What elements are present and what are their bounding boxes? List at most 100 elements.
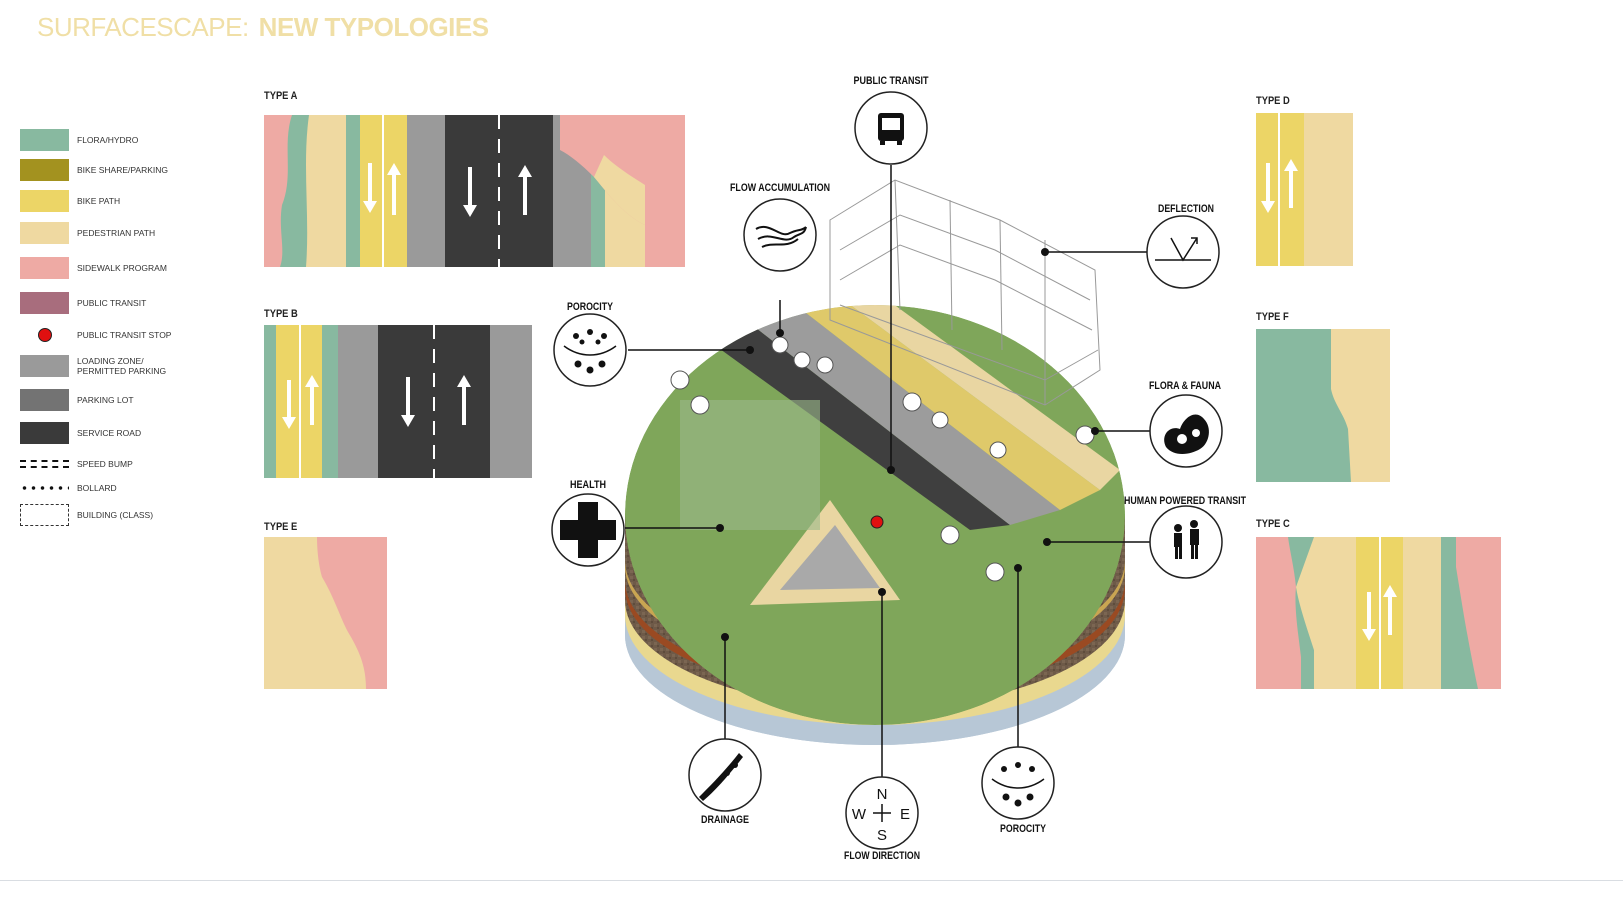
legend-swatch bbox=[20, 190, 69, 212]
legend-item: PEDESTRIAN PATH bbox=[20, 221, 155, 245]
label-flow-accumulation: FLOW ACCUMULATION bbox=[730, 182, 830, 194]
pedestrian-strip bbox=[306, 115, 352, 267]
human-powered-circle bbox=[1149, 505, 1223, 579]
type-d-panel bbox=[1256, 113, 1353, 266]
legend-swatch bbox=[20, 222, 69, 244]
arrow-down-icon bbox=[401, 377, 415, 427]
service-road bbox=[680, 305, 1010, 530]
label-deflection: DEFLECTION bbox=[1158, 203, 1214, 215]
page-title: SURFACESCAPE:NEW TYPOLOGIES bbox=[37, 12, 489, 43]
legend-label: SPEED BUMP bbox=[77, 459, 133, 469]
legend-label-text: PUBLIC TRANSIT bbox=[77, 298, 147, 308]
legend-item: SPEED BUMP bbox=[20, 452, 133, 476]
lane-divider bbox=[382, 115, 384, 267]
legend-swatch bbox=[20, 257, 69, 279]
legend-item: LOADING ZONE/PERMITTED PARKING bbox=[20, 354, 166, 378]
pedestrian-strip-2 bbox=[1403, 537, 1441, 689]
legend-swatch bbox=[20, 486, 69, 490]
porocity-right-icon bbox=[991, 762, 1045, 807]
legend-swatch bbox=[20, 460, 69, 468]
flora-fauna-icon bbox=[1164, 414, 1209, 454]
type-b-title: TYPE B bbox=[264, 308, 298, 320]
flora-strip bbox=[1256, 329, 1351, 482]
legend-swatch bbox=[20, 159, 69, 181]
legend-label-text: BIKE SHARE/PARKING bbox=[77, 165, 169, 175]
drainage-icon bbox=[699, 753, 743, 801]
compass-w: W bbox=[852, 806, 867, 823]
porocity-right-circle bbox=[981, 746, 1055, 820]
porocity-icon bbox=[563, 329, 617, 374]
legend-item: SIDEWALK PROGRAM bbox=[20, 256, 167, 280]
deflection-icon bbox=[1155, 237, 1211, 262]
loading-zone bbox=[407, 115, 445, 267]
legend-item: BOLLARD bbox=[20, 476, 117, 500]
label-drainage: DRAINAGE bbox=[701, 814, 749, 826]
label-flora-fauna: FLORA & FAUNA bbox=[1149, 380, 1221, 392]
arrow-down-icon bbox=[1261, 163, 1275, 213]
flow-accumulation-icon bbox=[755, 226, 807, 248]
legend-swatch bbox=[20, 129, 69, 151]
flora-strip-2 bbox=[322, 325, 338, 478]
sidewalk-strip bbox=[264, 115, 292, 267]
arrow-up-icon bbox=[305, 375, 319, 425]
lane-divider bbox=[1379, 537, 1381, 689]
central-diagram: N S W E PUBLIC TRANSIT FLOW ACCUMULATION… bbox=[551, 75, 1246, 862]
legend-label: PARKING LOT bbox=[77, 395, 134, 405]
label-porocity-left: POROCITY bbox=[567, 301, 614, 313]
type-b-panel bbox=[264, 325, 532, 478]
callout-dots bbox=[716, 248, 1099, 641]
arrows bbox=[363, 163, 532, 217]
title-bold: NEW TYPOLOGIES bbox=[258, 12, 489, 42]
pedestrian-curve bbox=[1296, 537, 1326, 689]
type-c-panel bbox=[1256, 537, 1501, 689]
compass-icon: N S W E bbox=[852, 786, 910, 844]
type-e-title: TYPE E bbox=[264, 521, 298, 533]
legend-item: PARKING LOT bbox=[20, 388, 134, 412]
legend-label-text: LOADING ZONE/ bbox=[77, 356, 144, 366]
legend-label: LOADING ZONE/PERMITTED PARKING bbox=[77, 356, 166, 376]
type-a-title: TYPE A bbox=[264, 90, 298, 102]
callout-lines bbox=[625, 165, 1150, 778]
deflection-circle bbox=[1146, 215, 1220, 289]
legend-swatch bbox=[20, 292, 69, 314]
pedestrian-strip bbox=[1304, 113, 1353, 266]
arrow-down-icon bbox=[363, 163, 377, 213]
type-f-title: TYPE F bbox=[1256, 311, 1289, 323]
arrow-up-icon bbox=[518, 165, 532, 215]
legend-swatch bbox=[20, 422, 69, 444]
legend-label: PEDESTRIAN PATH bbox=[77, 228, 155, 238]
type-e-panel bbox=[264, 537, 387, 689]
legend-swatch bbox=[20, 504, 69, 526]
arrow-down-icon bbox=[282, 380, 296, 429]
legend-label-text-2: PERMITTED PARKING bbox=[77, 366, 167, 376]
legend-label: FLORA/HYDRO bbox=[77, 135, 138, 145]
compass-e: E bbox=[900, 806, 910, 823]
arrow-up-icon bbox=[1383, 585, 1397, 635]
legend-swatch bbox=[20, 389, 69, 411]
bottom-rule bbox=[0, 880, 1623, 881]
legend-label-text: BIKE PATH bbox=[77, 196, 121, 206]
legend-label-text: SPEED BUMP bbox=[77, 459, 133, 469]
flora-strip bbox=[264, 325, 276, 478]
legend-label-text: FLORA/HYDRO bbox=[77, 135, 139, 145]
flora-strip-2 bbox=[346, 115, 361, 267]
arrow-up-icon bbox=[457, 375, 471, 425]
bike-path bbox=[770, 305, 1100, 510]
legend-item: FLORA/HYDRO bbox=[20, 128, 138, 152]
legend-label: BUILDING (CLASS) bbox=[77, 510, 153, 520]
legend-label-text: SIDEWALK PROGRAM bbox=[77, 263, 167, 273]
arrow-up-icon bbox=[1284, 159, 1298, 208]
flora-strip-2 bbox=[1441, 537, 1478, 689]
legend-label-text: PARKING LOT bbox=[77, 395, 134, 405]
legend-label-text: PEDESTRIAN PATH bbox=[77, 228, 156, 238]
legend-label: BOLLARD bbox=[77, 483, 117, 493]
legend-label: BIKE SHARE/PARKING bbox=[77, 165, 168, 175]
transit-stop-dot bbox=[870, 515, 884, 529]
people-icon bbox=[1174, 520, 1199, 559]
sidewalk-program bbox=[317, 537, 387, 689]
legend-swatch bbox=[20, 355, 69, 377]
compass-n: N bbox=[877, 786, 888, 803]
label-flow-direction: FLOW DIRECTION bbox=[844, 850, 920, 862]
legend-item: BIKE SHARE/PARKING bbox=[20, 158, 168, 182]
type-d-title: TYPE D bbox=[1256, 95, 1290, 107]
